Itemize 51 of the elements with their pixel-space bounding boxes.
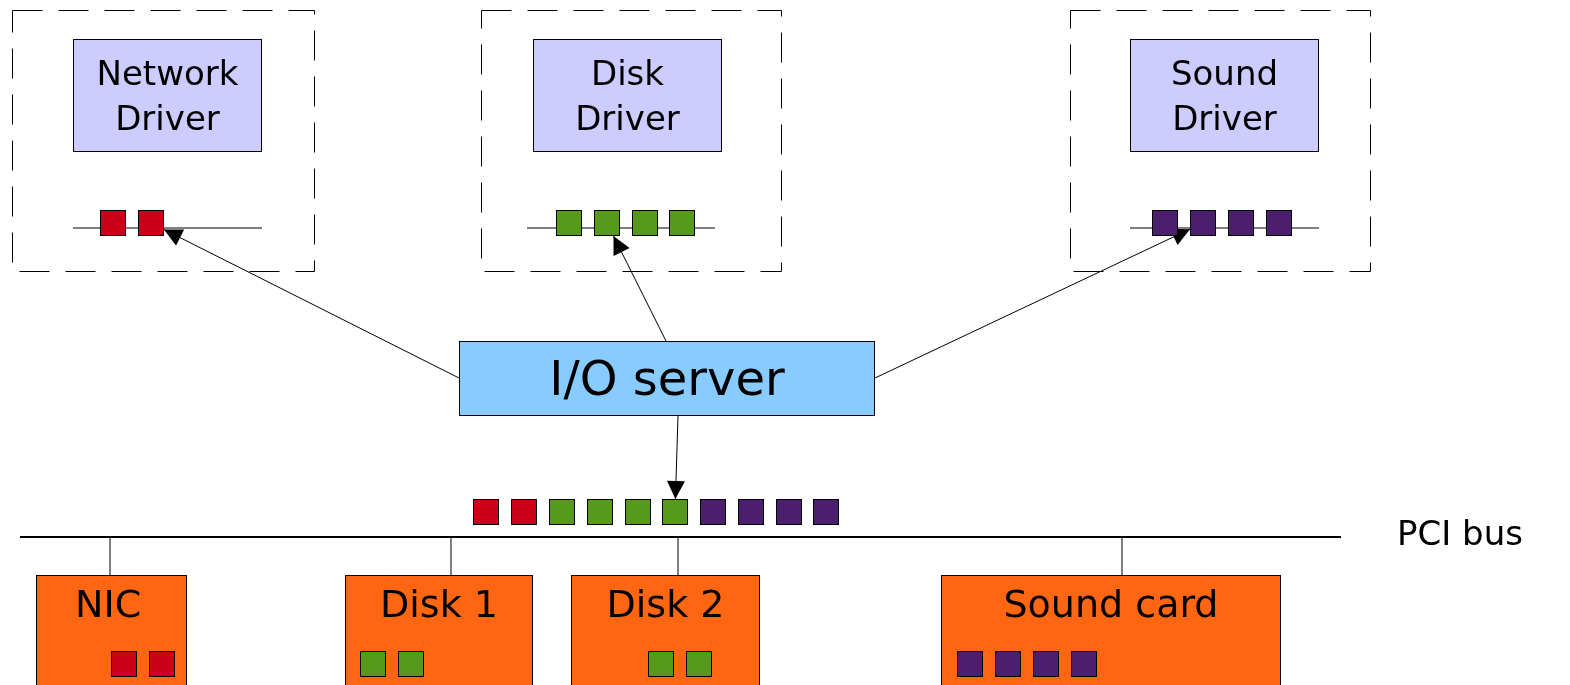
- queue-slot: [1266, 210, 1292, 236]
- queue-slot: [669, 210, 695, 236]
- driver-box: Sound Driver: [1130, 39, 1319, 152]
- device-box: Disk 1: [345, 575, 533, 685]
- queue-slot: [1152, 210, 1178, 236]
- server-box: I/O server: [459, 341, 875, 416]
- queue-slot: [813, 499, 839, 525]
- queue-slot: [587, 499, 613, 525]
- device-box: Sound card: [941, 575, 1281, 685]
- queue-slot: [776, 499, 802, 525]
- queue-slot: [556, 210, 582, 236]
- arrow: [666, 415, 685, 500]
- bus-label: PCI bus: [1397, 513, 1523, 553]
- connector-line: [450, 537, 452, 576]
- queue-slot: [632, 210, 658, 236]
- queue-slot: [138, 210, 164, 236]
- queue-slot: [662, 499, 688, 525]
- queue-slot: [360, 651, 386, 677]
- driver-box: Network Driver: [73, 39, 262, 152]
- device-box: NIC: [36, 575, 187, 685]
- queue-slot: [700, 499, 726, 525]
- queue-slot: [686, 651, 712, 677]
- bus-line: [20, 536, 1341, 538]
- dashed-group-box: [1070, 10, 1371, 272]
- queue-slot: [473, 499, 499, 525]
- connector-line: [109, 537, 111, 576]
- connector-line: [1121, 537, 1123, 576]
- queue-slot: [957, 651, 983, 677]
- connector-line: [677, 537, 679, 576]
- queue-slot: [111, 651, 137, 677]
- driver-box: Disk Driver: [533, 39, 722, 152]
- queue-slot: [398, 651, 424, 677]
- dashed-group-box: [12, 10, 315, 272]
- arrow: [613, 235, 667, 342]
- queue-slot: [1190, 210, 1216, 236]
- arrow: [163, 229, 460, 379]
- queue-slot: [511, 499, 537, 525]
- queue-slot: [738, 499, 764, 525]
- arrow: [874, 228, 1191, 379]
- queue-slot: [149, 651, 175, 677]
- queue-slot: [1033, 651, 1059, 677]
- dashed-group-box: [481, 10, 782, 272]
- queue-slot: [594, 210, 620, 236]
- queue-slot: [1071, 651, 1097, 677]
- queue-slot: [625, 499, 651, 525]
- queue-slot: [100, 210, 126, 236]
- queue-slot: [1228, 210, 1254, 236]
- queue-slot: [648, 651, 674, 677]
- queue-slot: [995, 651, 1021, 677]
- queue-slot: [549, 499, 575, 525]
- device-box: Disk 2: [571, 575, 760, 685]
